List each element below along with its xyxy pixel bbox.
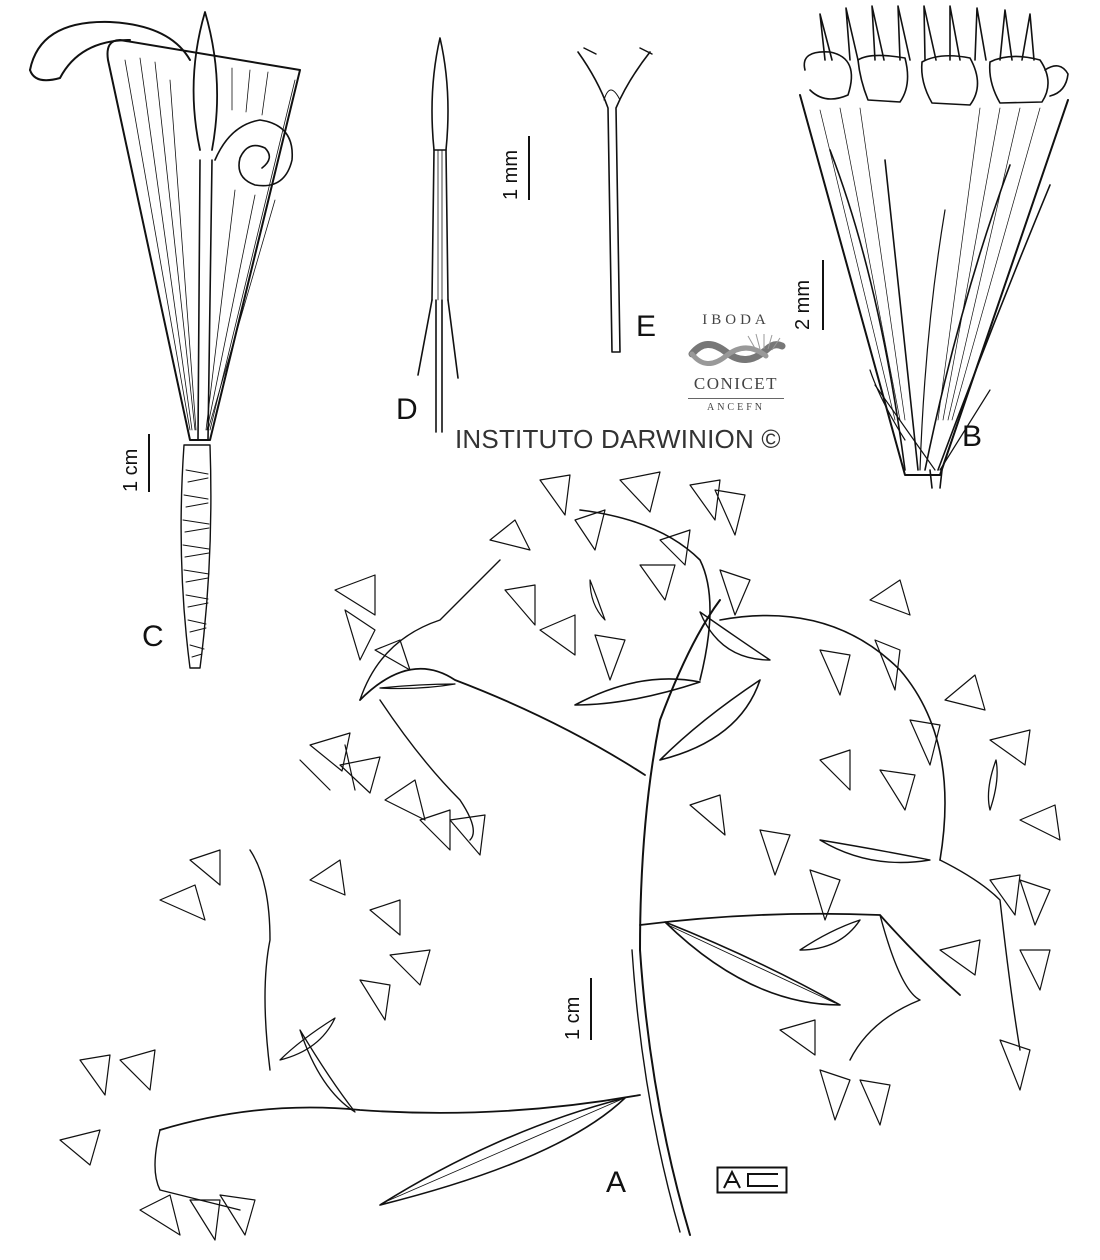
iboda-conicet-logo: IBODA CONICET ANCEFN [680,312,792,422]
scale-bar-a-label: 1 cm [562,996,584,1040]
figure-d-stamen [417,37,459,433]
ac-monogram-icon [716,1166,788,1194]
panel-label-b: B [962,420,983,453]
figure-b-capitulum [799,5,1069,489]
institution-credit: INSTITUTO DARWINION © [455,424,781,454]
logo-top-text: IBODA [702,312,770,328]
figure-c-ray-floret [29,11,301,669]
scale-bar-d-e-label: 1 mm [500,150,522,200]
infinity-logo-icon [688,333,786,366]
scale-bar-b: 2 mm [792,258,832,332]
scale-bar-d-e-line [528,136,530,200]
scale-bar-c-line [148,434,150,492]
figure-e-style [577,47,653,353]
logo-bottom-text: ANCEFN [706,402,765,413]
scale-bar-b-label: 2 mm [792,280,814,330]
panel-label-e: E [636,310,657,343]
scale-bar-d-e: 1 mm [500,134,540,204]
logo-divider [688,398,784,399]
scale-bar-c-label: 1 cm [120,448,142,492]
panel-label-d: D [396,393,418,426]
scale-bar-b-line [822,260,824,330]
panel-label-c: C [142,620,164,653]
panel-label-a: A [606,1166,627,1199]
figure-a-habit [59,471,1061,1241]
scale-bar-a-line [590,978,592,1040]
logo-middle-text: CONICET [693,374,779,393]
scale-bar-c: 1 cm [120,430,160,494]
scale-bar-a: 1 cm [562,976,602,1044]
